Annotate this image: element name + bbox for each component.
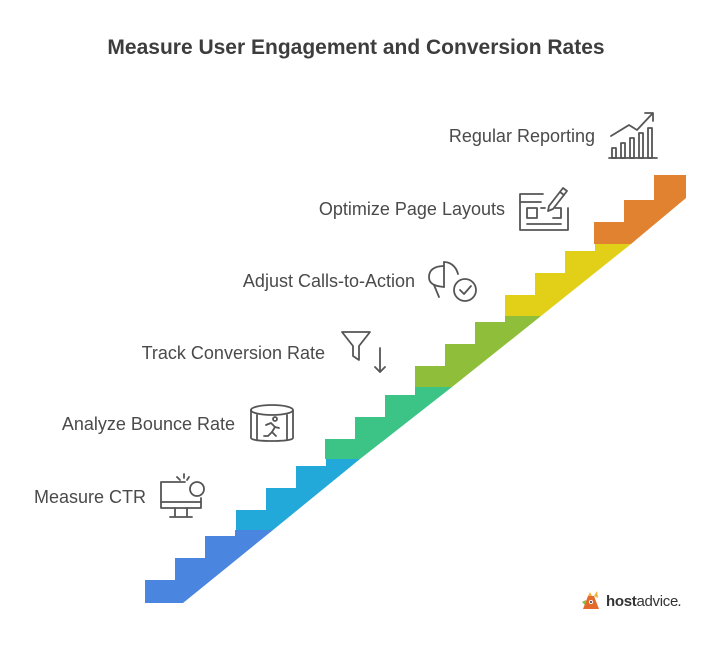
step-label-optimize-page-layouts: Optimize Page Layouts bbox=[318, 199, 505, 219]
runner-ring-icon bbox=[246, 402, 298, 448]
stair-segment-4 bbox=[415, 316, 541, 387]
page-title: Measure User Engagement and Conversion R… bbox=[107, 36, 605, 59]
hostadvice-logo: hostadvice. bbox=[580, 590, 682, 612]
hostadvice-mascot-icon bbox=[582, 591, 599, 609]
monitor-click-icon bbox=[155, 472, 211, 522]
step-label-measure-ctr: Measure CTR bbox=[33, 487, 146, 507]
stair-segment-2 bbox=[236, 459, 360, 530]
hostadvice-wordmark: hostadvice. bbox=[606, 592, 682, 610]
stair-segment-5 bbox=[505, 244, 631, 316]
stair-segment-1 bbox=[145, 530, 273, 603]
layout-edit-icon bbox=[517, 184, 571, 234]
stair-segment-6 bbox=[594, 175, 686, 244]
growth-chart-icon bbox=[607, 108, 661, 162]
step-label-adjust-calls-to-action: Adjust Calls-to-Action bbox=[242, 271, 415, 291]
step-label-analyze-bounce-rate: Analyze Bounce Rate bbox=[61, 414, 235, 434]
stair-segment-3 bbox=[325, 387, 452, 459]
funnel-down-icon bbox=[338, 328, 390, 376]
step-label-track-conversion-rate: Track Conversion Rate bbox=[141, 343, 325, 363]
megaphone-check-icon bbox=[428, 256, 482, 306]
step-label-regular-reporting: Regular Reporting bbox=[448, 126, 595, 146]
